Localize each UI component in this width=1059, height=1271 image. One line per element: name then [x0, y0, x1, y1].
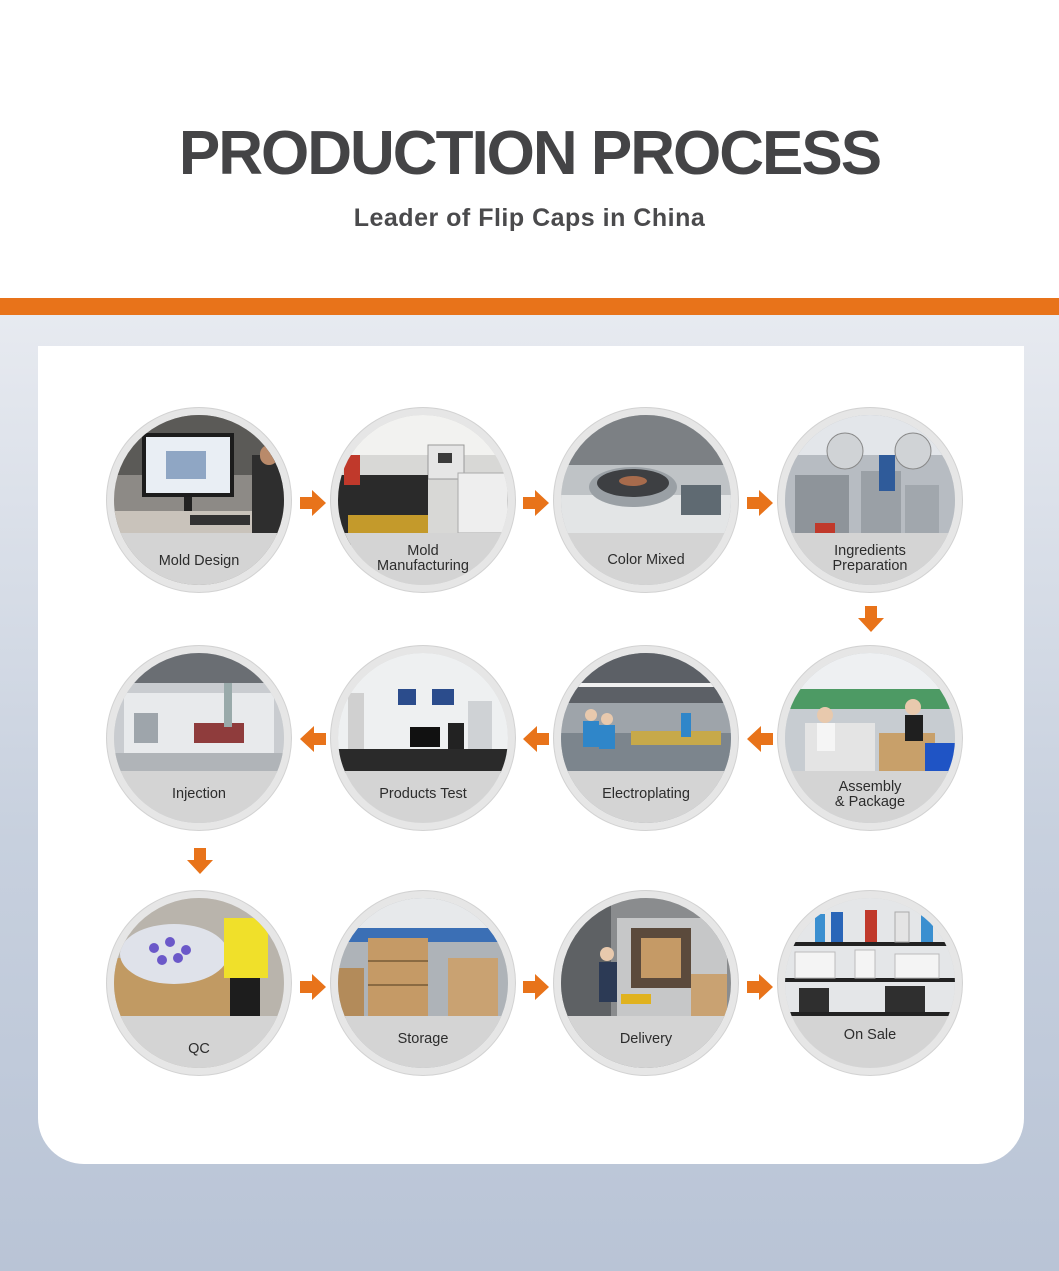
page-title: PRODUCTION PROCESS [178, 119, 882, 188]
page-subtitle: Leader of Flip Caps in China [353, 204, 706, 232]
step-label: Mold Design [158, 553, 240, 569]
step-label: Storage [397, 1031, 449, 1047]
step-delivery: Delivery [554, 891, 738, 1075]
step-qc: QC [107, 891, 291, 1075]
inspection-bags-photo [114, 898, 284, 1068]
step-mold-design: Mold Design [107, 408, 291, 592]
arrow-right-icon [298, 488, 328, 518]
machining-photo [338, 415, 508, 585]
arrow-right-icon [521, 972, 551, 1002]
step-label: Mold Manufacturing [377, 543, 469, 574]
accent-divider [0, 298, 1059, 315]
step-label: Injection [171, 786, 226, 802]
arrow-right-icon [521, 488, 551, 518]
computer-cad-photo [114, 415, 284, 585]
step-storage: Storage [331, 891, 515, 1075]
step-label: Products Test [379, 786, 467, 802]
injection-machine-photo [114, 653, 284, 823]
warehouse-boxes-photo [338, 898, 508, 1068]
step-label: Assembly & Package [834, 779, 906, 810]
step-label: QC [188, 1041, 210, 1057]
arrow-left-icon [745, 724, 775, 754]
step-on-sale: On Sale [778, 891, 962, 1075]
arrow-left-icon [298, 724, 328, 754]
arrow-right-icon [745, 972, 775, 1002]
step-electroplating: Electroplating [554, 646, 738, 830]
step-mold-manufacturing: Mold Manufacturing [331, 408, 515, 592]
step-label: Ingredients Preparation [832, 543, 908, 574]
workers-boxes-photo [785, 653, 955, 823]
step-label: Electroplating [602, 786, 690, 802]
header: PRODUCTION PROCESS Leader of Flip Caps i… [0, 0, 1059, 298]
step-color-mixed: Color Mixed [554, 408, 738, 592]
step-assembly-package: Assembly & Package [778, 646, 962, 830]
arrow-left-icon [521, 724, 551, 754]
retail-shelf-photo [785, 898, 955, 1068]
arrow-right-icon [745, 488, 775, 518]
step-products-test: Products Test [331, 646, 515, 830]
arrow-right-icon [298, 972, 328, 1002]
step-label: Delivery [619, 1031, 673, 1047]
scale-bowl-photo [561, 415, 731, 585]
plating-line-photo [561, 653, 731, 823]
arrow-down-icon [856, 604, 886, 634]
lab-equipment-photo [338, 653, 508, 823]
step-label: On Sale [843, 1027, 897, 1043]
step-label: Color Mixed [607, 552, 685, 568]
truck-loading-photo [561, 898, 731, 1068]
mixing-tanks-photo [785, 415, 955, 585]
step-ingredients-preparation: Ingredients Preparation [778, 408, 962, 592]
step-injection: Injection [107, 646, 291, 830]
arrow-down-icon [185, 846, 215, 876]
